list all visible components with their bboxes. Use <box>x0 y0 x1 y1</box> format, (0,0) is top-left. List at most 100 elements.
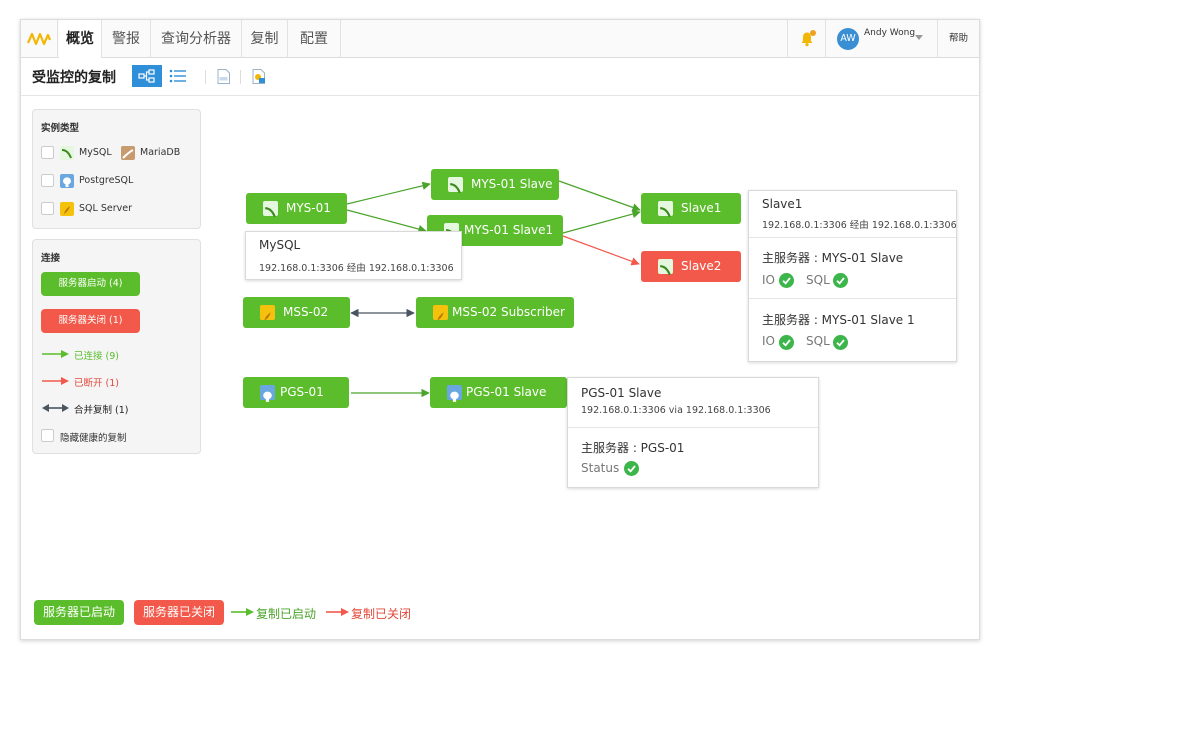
topology-icon <box>138 69 155 83</box>
panel-title: 连接 <box>41 253 61 264</box>
user-name: Andy Wong <box>864 28 916 38</box>
tooltip-mysql: MySQL 192.168.0.1:3306 经由 192.168.0.1:33… <box>245 231 462 280</box>
merge-legend: 合并复制 (1) <box>74 405 129 416</box>
node-mss02[interactable]: MSS-02 <box>243 297 350 328</box>
divider <box>749 237 956 238</box>
page-header: 受监控的复制 <box>21 58 979 96</box>
tooltip-master: 主服务器 : MYS-01 Slave 1 <box>762 313 915 327</box>
connections-panel: 连接 服务器启动 (4) 服务器关闭 (1) 已连接 (9) 已断开 (1) 合… <box>32 239 201 454</box>
tab-overview[interactable]: 概览 <box>59 20 102 58</box>
io-ok-icon <box>779 335 794 350</box>
node-mys01-slave[interactable]: MYS-01 Slave <box>431 169 559 200</box>
top-nav: 概览 警报 查询分析器 复制 配置 AW Andy Wong 帮助 <box>21 20 979 58</box>
sqlserver-icon <box>433 305 448 321</box>
tooltip-address: 192.168.0.1:3306 经由 192.168.0.1:3306 <box>259 263 454 274</box>
merge-arrow-icon <box>42 404 69 412</box>
tooltip-address: 192.168.0.1:3306 via 192.168.0.1:3306 <box>581 405 771 416</box>
tooltip-master: 主服务器 : MYS-01 Slave <box>762 251 904 265</box>
node-label: Slave2 <box>681 259 722 273</box>
node-mss02-subscriber[interactable]: MSS-02 Subscriber <box>416 297 574 328</box>
replication-edges <box>346 180 641 398</box>
mysql-icon <box>658 201 673 218</box>
list-view-button[interactable] <box>163 65 193 87</box>
logo-icon <box>27 32 51 46</box>
tab-replication[interactable]: 复制 <box>242 20 288 58</box>
node-label: MYS-01 <box>286 201 331 215</box>
mariadb-icon <box>121 146 135 160</box>
image-export-icon <box>252 68 265 84</box>
connected-arrow-icon <box>42 350 69 358</box>
toolbar-divider <box>205 70 206 84</box>
notification-dot <box>810 30 816 36</box>
node-label: MSS-02 <box>283 305 329 319</box>
postgresql-checkbox[interactable] <box>41 174 54 187</box>
node-label: PGS-01 <box>280 385 324 399</box>
tooltip-slave1: Slave1 192.168.0.1:3306 经由 192.168.0.1:3… <box>748 190 957 362</box>
mysql-label: MySQL <box>79 147 112 158</box>
edge-mys01-slave1-to-slave1[interactable] <box>562 209 641 234</box>
node-label: MYS-01 Slave1 <box>464 223 554 237</box>
node-mys01[interactable]: MYS-01 <box>246 193 347 224</box>
sql-label: SQL <box>806 273 830 287</box>
node-pgs01-slave[interactable]: PGS-01 Slave <box>430 377 567 408</box>
app-logo[interactable] <box>21 20 58 58</box>
legend-server-stopped: 服务器已关闭 <box>134 600 224 625</box>
node-label: MSS-02 Subscriber <box>452 305 565 319</box>
repl-stopped-arrow-icon <box>326 608 349 616</box>
edge-mys01-to-mys01-slave1[interactable] <box>346 209 427 234</box>
mysql-icon <box>658 259 673 276</box>
edge-mys01-slave1-to-slave2[interactable] <box>562 235 640 266</box>
server-down-filter-button[interactable]: 服务器关闭 (1) <box>41 309 140 333</box>
tab-config[interactable]: 配置 <box>288 20 341 58</box>
export-pdf-button[interactable] <box>215 68 231 84</box>
sqlserver-label: SQL Server <box>79 203 132 214</box>
notifications-button[interactable] <box>787 20 825 58</box>
node-label: PGS-01 Slave <box>466 385 547 399</box>
server-up-filter-button[interactable]: 服务器启动 (4) <box>41 272 140 296</box>
tooltip-title: PGS-01 Slave <box>581 386 662 400</box>
postgresql-icon <box>447 385 462 402</box>
postgresql-icon <box>260 385 275 402</box>
list-icon <box>169 69 186 83</box>
mysql-icon <box>60 146 74 160</box>
edge-mys01-to-mys01-slave[interactable] <box>346 181 431 205</box>
divider <box>568 427 818 428</box>
postgresql-icon <box>60 174 74 188</box>
sqlserver-checkbox[interactable] <box>41 202 54 215</box>
status-ok-icon <box>624 461 639 476</box>
node-slave1[interactable]: Slave1 <box>641 193 741 224</box>
sql-ok-icon <box>833 335 848 350</box>
export-image-button[interactable] <box>251 68 267 84</box>
mysql-icon <box>448 177 463 194</box>
topology-view-button[interactable] <box>132 65 162 87</box>
mariadb-label: MariaDB <box>140 147 181 158</box>
tooltip-master: 主服务器 : PGS-01 <box>581 441 685 455</box>
pdf-icon <box>217 68 230 84</box>
legend-repl-started: 复制已启动 <box>256 607 317 621</box>
node-label: Slave1 <box>681 201 722 215</box>
legend-server-started: 服务器已启动 <box>34 600 124 625</box>
node-label: MYS-01 Slave <box>471 177 553 191</box>
app-window: 概览 警报 查询分析器 复制 配置 AW Andy Wong 帮助 受监控的复制 <box>20 19 980 640</box>
help-link[interactable]: 帮助 <box>937 20 979 58</box>
instance-types-panel: 实例类型 MySQL MariaDB PostgreSQL SQL Server <box>32 109 201 229</box>
edge-mys01-slave-to-slave1[interactable] <box>558 180 641 212</box>
tab-alerts[interactable]: 警报 <box>102 20 151 58</box>
node-slave2[interactable]: Slave2 <box>641 251 741 282</box>
node-pgs01[interactable]: PGS-01 <box>243 377 349 408</box>
mysql-checkbox[interactable] <box>41 146 54 159</box>
tooltip-title: MySQL <box>259 238 301 252</box>
avatar: AW <box>837 28 859 50</box>
user-menu[interactable]: AW Andy Wong <box>825 20 937 58</box>
io-label: IO <box>762 334 775 348</box>
io-label: IO <box>762 273 775 287</box>
tooltip-pgs01-slave: PGS-01 Slave 192.168.0.1:3306 via 192.16… <box>567 377 819 488</box>
status-label: Status <box>581 461 620 475</box>
chevron-down-icon <box>915 35 923 40</box>
mysql-icon <box>263 201 278 218</box>
repl-started-arrow-icon <box>231 608 254 616</box>
hide-healthy-checkbox[interactable] <box>41 429 54 442</box>
panel-title: 实例类型 <box>41 123 80 134</box>
tab-query-analyzer[interactable]: 查询分析器 <box>151 20 242 58</box>
tooltip-address: 192.168.0.1:3306 经由 192.168.0.1:3306 <box>762 220 957 231</box>
